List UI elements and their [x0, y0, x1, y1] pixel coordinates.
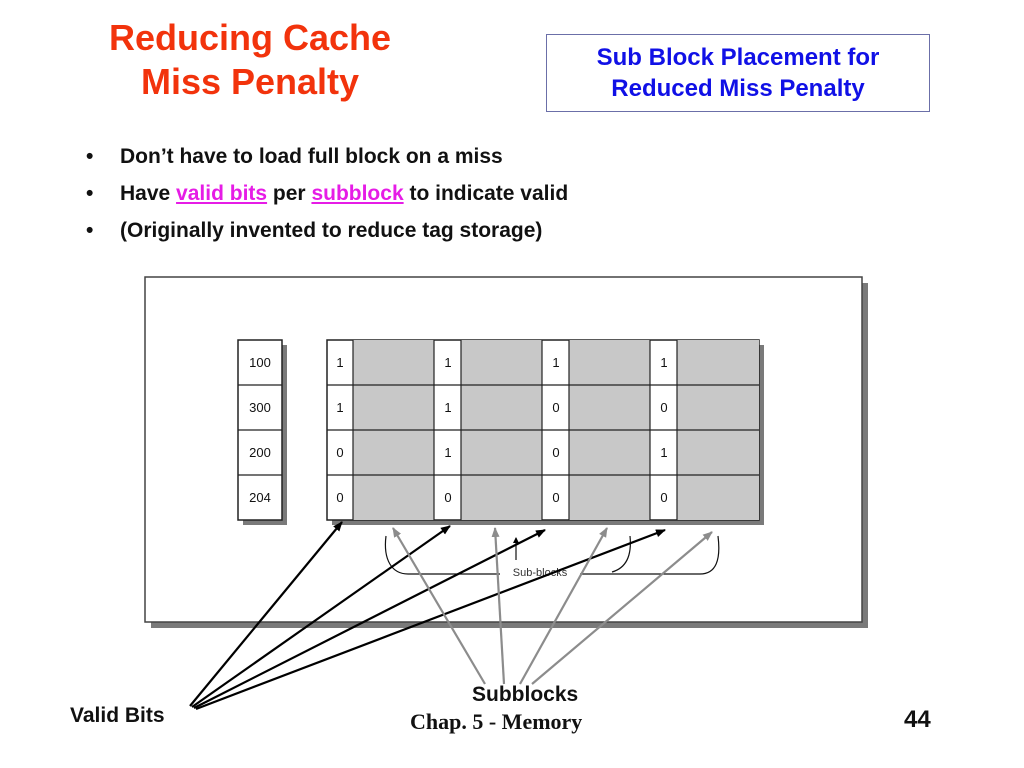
valid-bit: 1 [444, 445, 451, 460]
valid-bit-arrow [189, 521, 343, 707]
footer-chapter: Chap. 5 - Memory [410, 709, 583, 734]
valid-bits-arrows [189, 521, 666, 711]
subblock-arrow [519, 527, 608, 685]
bullet-item: • Don’t have to load full block on a miss [86, 142, 568, 179]
subblock-arrow [531, 531, 713, 685]
valid-bit: 0 [552, 490, 559, 505]
bullet-list: • Don’t have to load full block on a miss… [86, 142, 568, 253]
valid-bit: 0 [552, 400, 559, 415]
valid-bit: 0 [552, 445, 559, 460]
valid-bit-arrow [193, 529, 546, 709]
bullet-text: (Originally invented to reduce tag stora… [120, 219, 543, 242]
callout-line-2: Reduced Miss Penalty [611, 75, 865, 102]
slide-title: Reducing Cache Miss Penalty [60, 16, 440, 104]
bullet-text: Don’t have to load full block on a miss [120, 145, 503, 168]
valid-bits-link[interactable]: valid bits [176, 182, 268, 205]
valid-bit: 1 [336, 355, 343, 370]
valid-bit: 1 [660, 355, 667, 370]
brace-right-arm [580, 535, 720, 575]
valid-bit: 0 [444, 490, 451, 505]
valid-bit-arrow [195, 528, 666, 711]
bullet-item: • (Originally invented to reduce tag stor… [86, 216, 568, 253]
bullet-item: • Have valid bits per subblock to indicat… [86, 179, 568, 216]
valid-bits-label: Valid Bits [70, 704, 165, 727]
subblocks-label: Subblocks [472, 683, 579, 706]
callout-line-1: Sub Block Placement for [596, 44, 880, 71]
valid-bit: 0 [660, 490, 667, 505]
subblocks-brace-label: Sub-blocks [513, 567, 568, 579]
bullet-text-post: to indicate valid [403, 182, 569, 205]
valid-bit: 1 [444, 400, 451, 415]
title-line-2: Miss Penalty [140, 61, 360, 102]
title-line-1: Reducing Cache [108, 17, 392, 58]
subblock-arrow [491, 527, 506, 685]
valid-bit: 1 [336, 400, 343, 415]
tag-value: 200 [249, 445, 271, 460]
bullet-dot: • [86, 145, 94, 168]
page-number: 44 [904, 706, 931, 733]
bullet-dot: • [86, 182, 94, 205]
callout-box: Sub Block Placement for Reduced Miss Pen… [546, 34, 930, 112]
valid-bit: 1 [552, 355, 559, 370]
block-array: 1 1 1 1 1 1 0 0 0 1 0 1 0 0 0 0 [326, 339, 764, 525]
valid-bit: 0 [660, 400, 667, 415]
subblocks-arrows [392, 527, 713, 685]
subblock-arrow [392, 527, 486, 685]
valid-bit: 1 [444, 355, 451, 370]
tag-value: 300 [249, 400, 271, 415]
bullet-text-pre: Have [120, 182, 177, 205]
valid-bit-arrow [191, 525, 451, 708]
bullet-text-mid: per [267, 182, 312, 205]
valid-bit: 1 [660, 445, 667, 460]
tag-value: 100 [249, 355, 271, 370]
brace-inner-tick [611, 535, 631, 573]
tag-column: 100 300 200 204 [237, 339, 287, 525]
valid-bit: 0 [336, 490, 343, 505]
tag-value: 204 [249, 490, 271, 505]
subblock-link[interactable]: subblock [311, 182, 404, 205]
bullet-dot: • [86, 219, 94, 242]
valid-bit: 0 [336, 445, 343, 460]
